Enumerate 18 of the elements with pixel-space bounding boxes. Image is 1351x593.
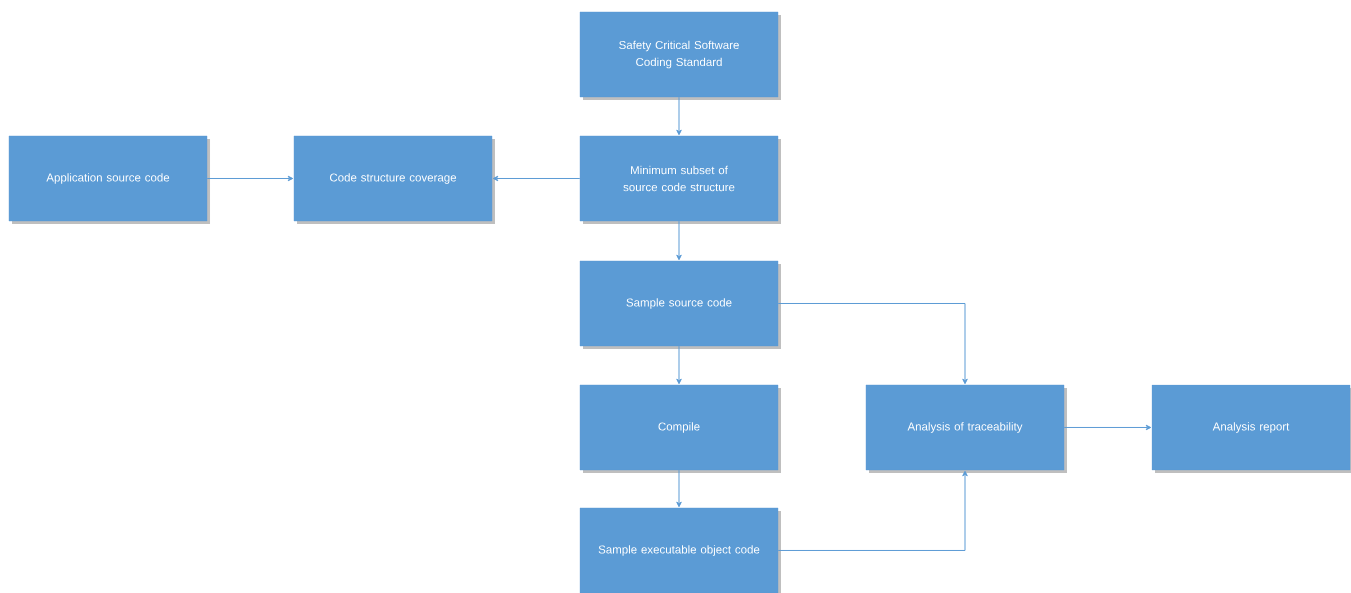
arrow	[206, 175, 294, 182]
process-box: Minimum subset of source code structure	[579, 135, 781, 224]
process-box: Code structure coverage	[293, 135, 495, 224]
arrow	[1063, 424, 1152, 431]
process-box: Analysis of traceability	[865, 384, 1067, 473]
arrow	[777, 303, 968, 385]
arrow	[676, 345, 682, 385]
arrow	[676, 96, 682, 136]
process-box: Sample source code	[579, 260, 781, 349]
process-box: Analysis report	[1151, 384, 1351, 473]
process-box: Sample executable object code	[579, 507, 781, 593]
process-box: Application source code	[8, 135, 210, 224]
arrow	[777, 470, 968, 551]
process-box: Compile	[579, 384, 781, 473]
process-box: Safety Critical Software Coding Standard	[579, 11, 781, 100]
arrow	[676, 220, 682, 261]
arrow	[492, 175, 581, 182]
arrow	[676, 469, 682, 508]
